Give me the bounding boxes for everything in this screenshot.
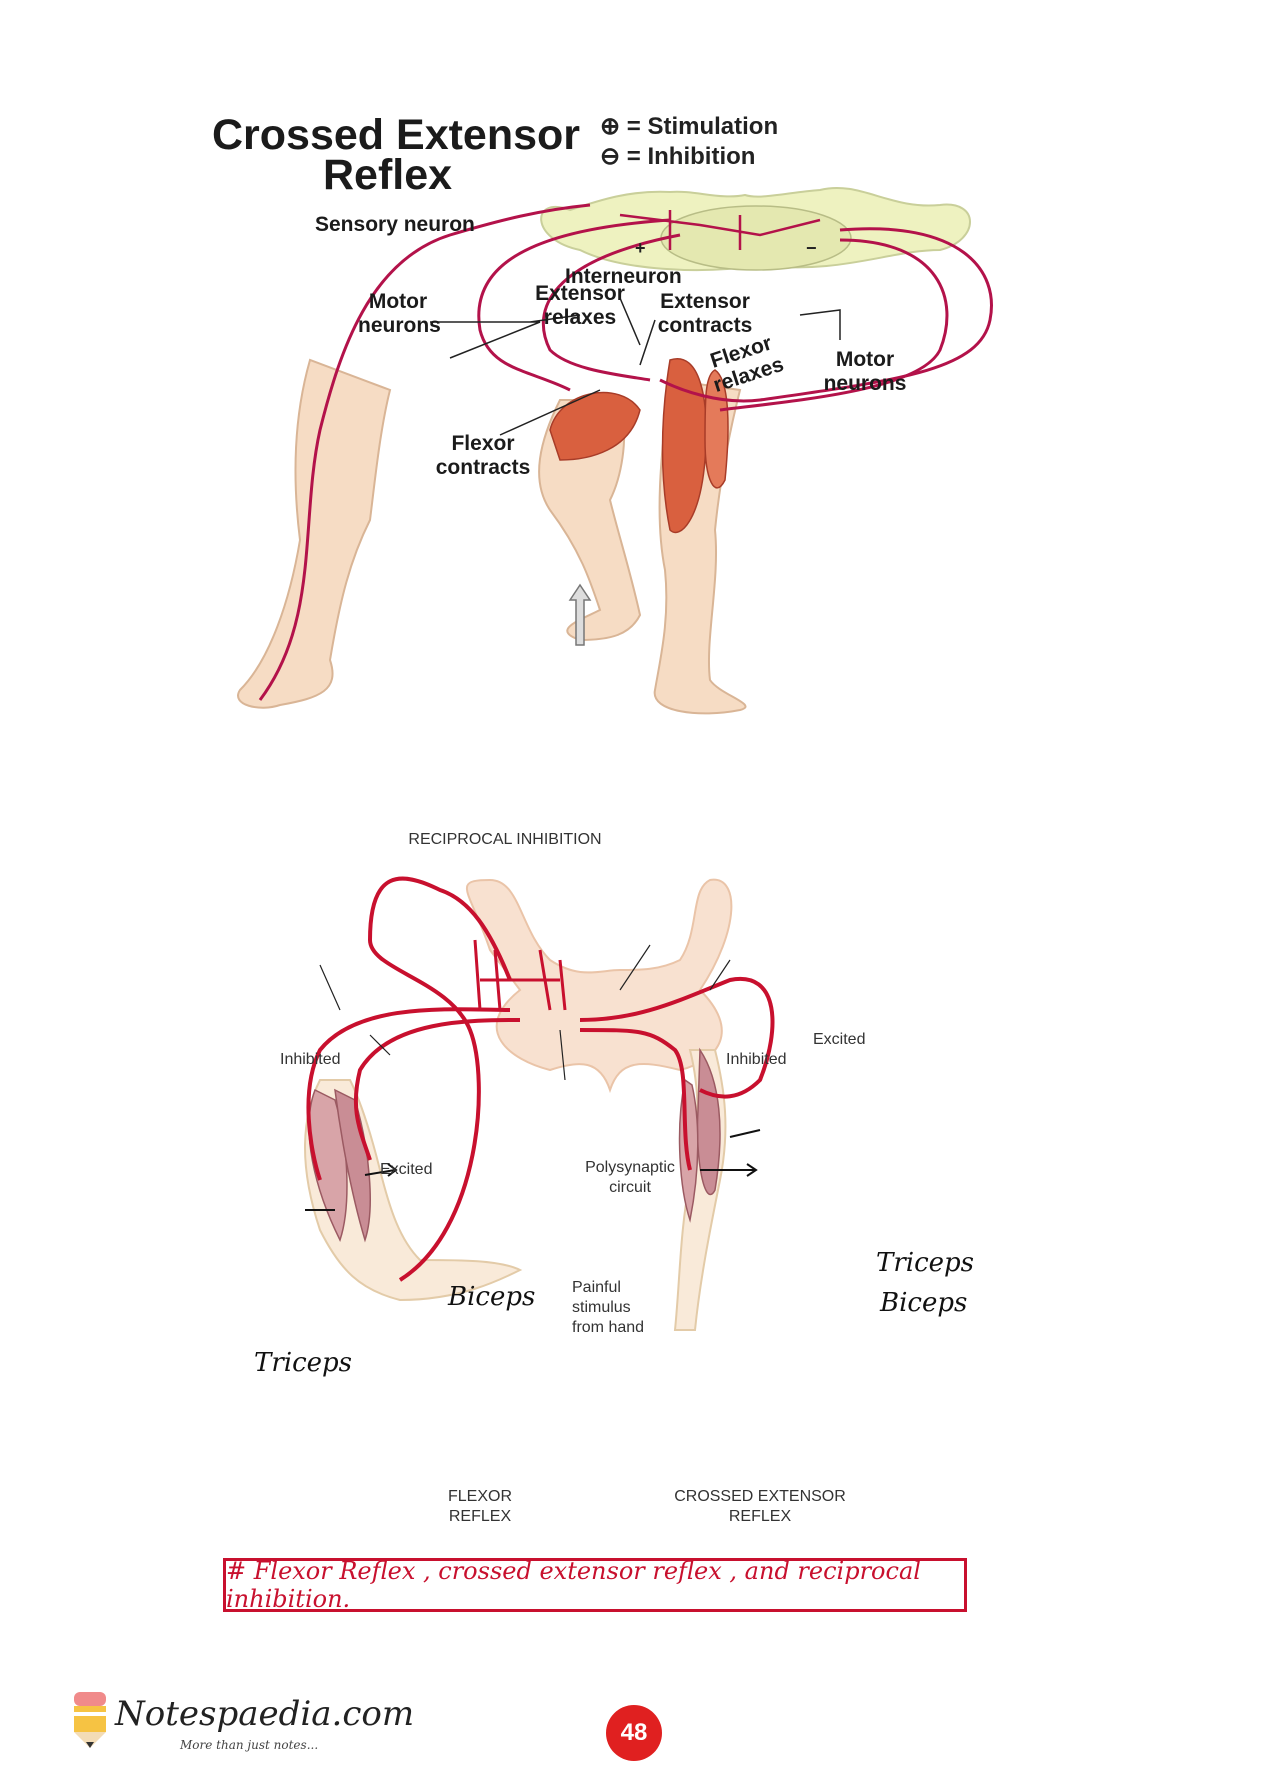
motor-nerve-right-inhibited xyxy=(579,1028,692,1171)
legend-stimulation: ⊕ = Stimulation xyxy=(600,113,779,140)
motor-neuron-path-left xyxy=(477,218,671,392)
inhibited-left-label: Inhibited xyxy=(280,1051,341,1068)
spinal-cord xyxy=(465,878,733,1094)
figure-title-line1: Crossed Extensor xyxy=(212,111,581,159)
plus-sign-left: + xyxy=(635,238,646,258)
legend-inhibition: ⊖ = Inhibition xyxy=(600,143,756,170)
grey-matter xyxy=(660,205,852,271)
minus-sign-right: − xyxy=(806,238,817,258)
biceps-arrow-right xyxy=(700,1163,758,1177)
flexor-contracts-muscle xyxy=(549,391,641,461)
handwritten-triceps-left: Triceps xyxy=(254,1348,353,1378)
reciprocal-inhibition-title: RECIPROCAL INHIBITION xyxy=(408,831,602,848)
sensory-nerve-left xyxy=(367,876,512,1282)
crossed-extensor-figure: Crossed Extensor Reflex ⊕ = Stimulation … xyxy=(200,100,1060,740)
reciprocal-inhibition-illustration xyxy=(304,876,775,1331)
handwritten-triceps-right: Triceps xyxy=(876,1248,975,1278)
extensor-contracts-muscle xyxy=(661,357,707,534)
motor-nerve-right-excited xyxy=(579,976,775,1099)
leader-lines xyxy=(430,297,841,436)
interneuron-lines xyxy=(619,210,821,250)
reciprocal-inhibition-figure: RECIPROCAL INHIBITION Inhibited Excited … xyxy=(220,830,1020,1530)
sensory-neuron-label: Sensory neuron xyxy=(315,213,475,236)
plus-circle-icon: ⊕ xyxy=(600,113,621,140)
flexor-reflex-label: FLEXOR REFLEX xyxy=(447,1488,512,1525)
pencil-logo-icon xyxy=(70,1690,110,1750)
leader-lines-2 xyxy=(319,944,731,1081)
polysynaptic-circuit-label: Polysynaptic circuit xyxy=(585,1159,675,1196)
excited-right-label: Excited xyxy=(813,1031,866,1048)
logo-tagline: More than just notes... xyxy=(180,1738,319,1752)
stimulus-arrow xyxy=(568,583,592,646)
page-number: 48 xyxy=(606,1705,662,1761)
extensor-contracts-label: Extensor contracts xyxy=(657,290,753,337)
painful-stimulus-label: Painful stimulus from hand xyxy=(572,1279,645,1336)
minus-circle-icon: ⊖ xyxy=(600,143,621,170)
left-leg xyxy=(237,358,392,709)
crossed-extensor-reflex-label: CROSSED EXTENSOR REFLEX xyxy=(674,1488,846,1525)
excited-left-label: Excited xyxy=(380,1161,433,1178)
inhibited-right-label: Inhibited xyxy=(726,1051,787,1068)
motor-neurons-left-label: Motor neurons xyxy=(358,290,441,337)
caption-box: # Flexor Reflex , crossed extensor refle… xyxy=(223,1557,967,1613)
motor-neuron-path-right-2 xyxy=(719,238,949,412)
polysynaptic-lines xyxy=(473,939,567,1011)
triceps-line-right xyxy=(729,1129,761,1138)
motor-nerve-left-excited xyxy=(353,1018,521,1161)
handwritten-biceps-right: Biceps xyxy=(880,1288,968,1318)
motor-neuron-path-left-2 xyxy=(541,233,681,382)
motor-nerve-left-inhibited xyxy=(306,1007,511,1181)
motor-neurons-right-label: Motor neurons xyxy=(823,348,907,395)
motor-neuron-path-right xyxy=(659,227,993,403)
logo-text[interactable]: Notespaedia.com xyxy=(115,1694,415,1734)
figure-title-line2: Reflex xyxy=(323,151,453,199)
sensory-neuron-path xyxy=(258,203,591,701)
flexor-contracts-label: Flexor contracts xyxy=(435,432,531,479)
handwritten-biceps-left: Biceps xyxy=(448,1282,536,1312)
extensor-relaxes-label: Extensor relaxes xyxy=(535,282,625,329)
biceps-arrow-left xyxy=(364,1163,398,1177)
interneuron-label: Interneuron xyxy=(565,265,682,288)
caption-text: # Flexor Reflex , crossed extensor refle… xyxy=(226,1557,921,1613)
crossed-extensor-illustration xyxy=(237,186,993,715)
